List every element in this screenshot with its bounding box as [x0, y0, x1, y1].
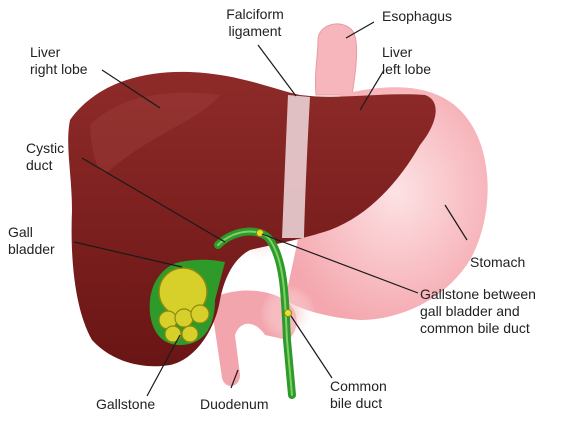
gallstone-bile-duct-dot — [284, 309, 292, 317]
label-esophagus: Esophagus — [382, 8, 453, 24]
label-common-bile-duct: Common bile duct — [330, 378, 387, 411]
gallstone-cluster — [158, 304, 210, 343]
label-gallstone: Gallstone — [96, 396, 156, 412]
label-liver-right-lobe: Liver right lobe — [30, 44, 88, 77]
label-liver-left-lobe: Liver left lobe — [382, 44, 432, 77]
leader-lines — [73, 21, 468, 397]
label-gallstone-between: Gallstone between gall bladder and commo… — [420, 286, 536, 336]
label-stomach: Stomach — [470, 254, 526, 270]
gallstone-between-dot — [256, 229, 264, 237]
label-cystic-duct: Cystic duct — [26, 140, 65, 173]
label-gall-bladder: Gall bladder — [8, 224, 55, 257]
falciform-ligament-shape — [282, 95, 310, 238]
label-duodenum: Duodenum — [200, 396, 269, 412]
esophagus-shape — [314, 23, 358, 96]
label-falciform-ligament: Falciform ligament — [226, 6, 284, 39]
liver-highlight — [90, 92, 220, 173]
